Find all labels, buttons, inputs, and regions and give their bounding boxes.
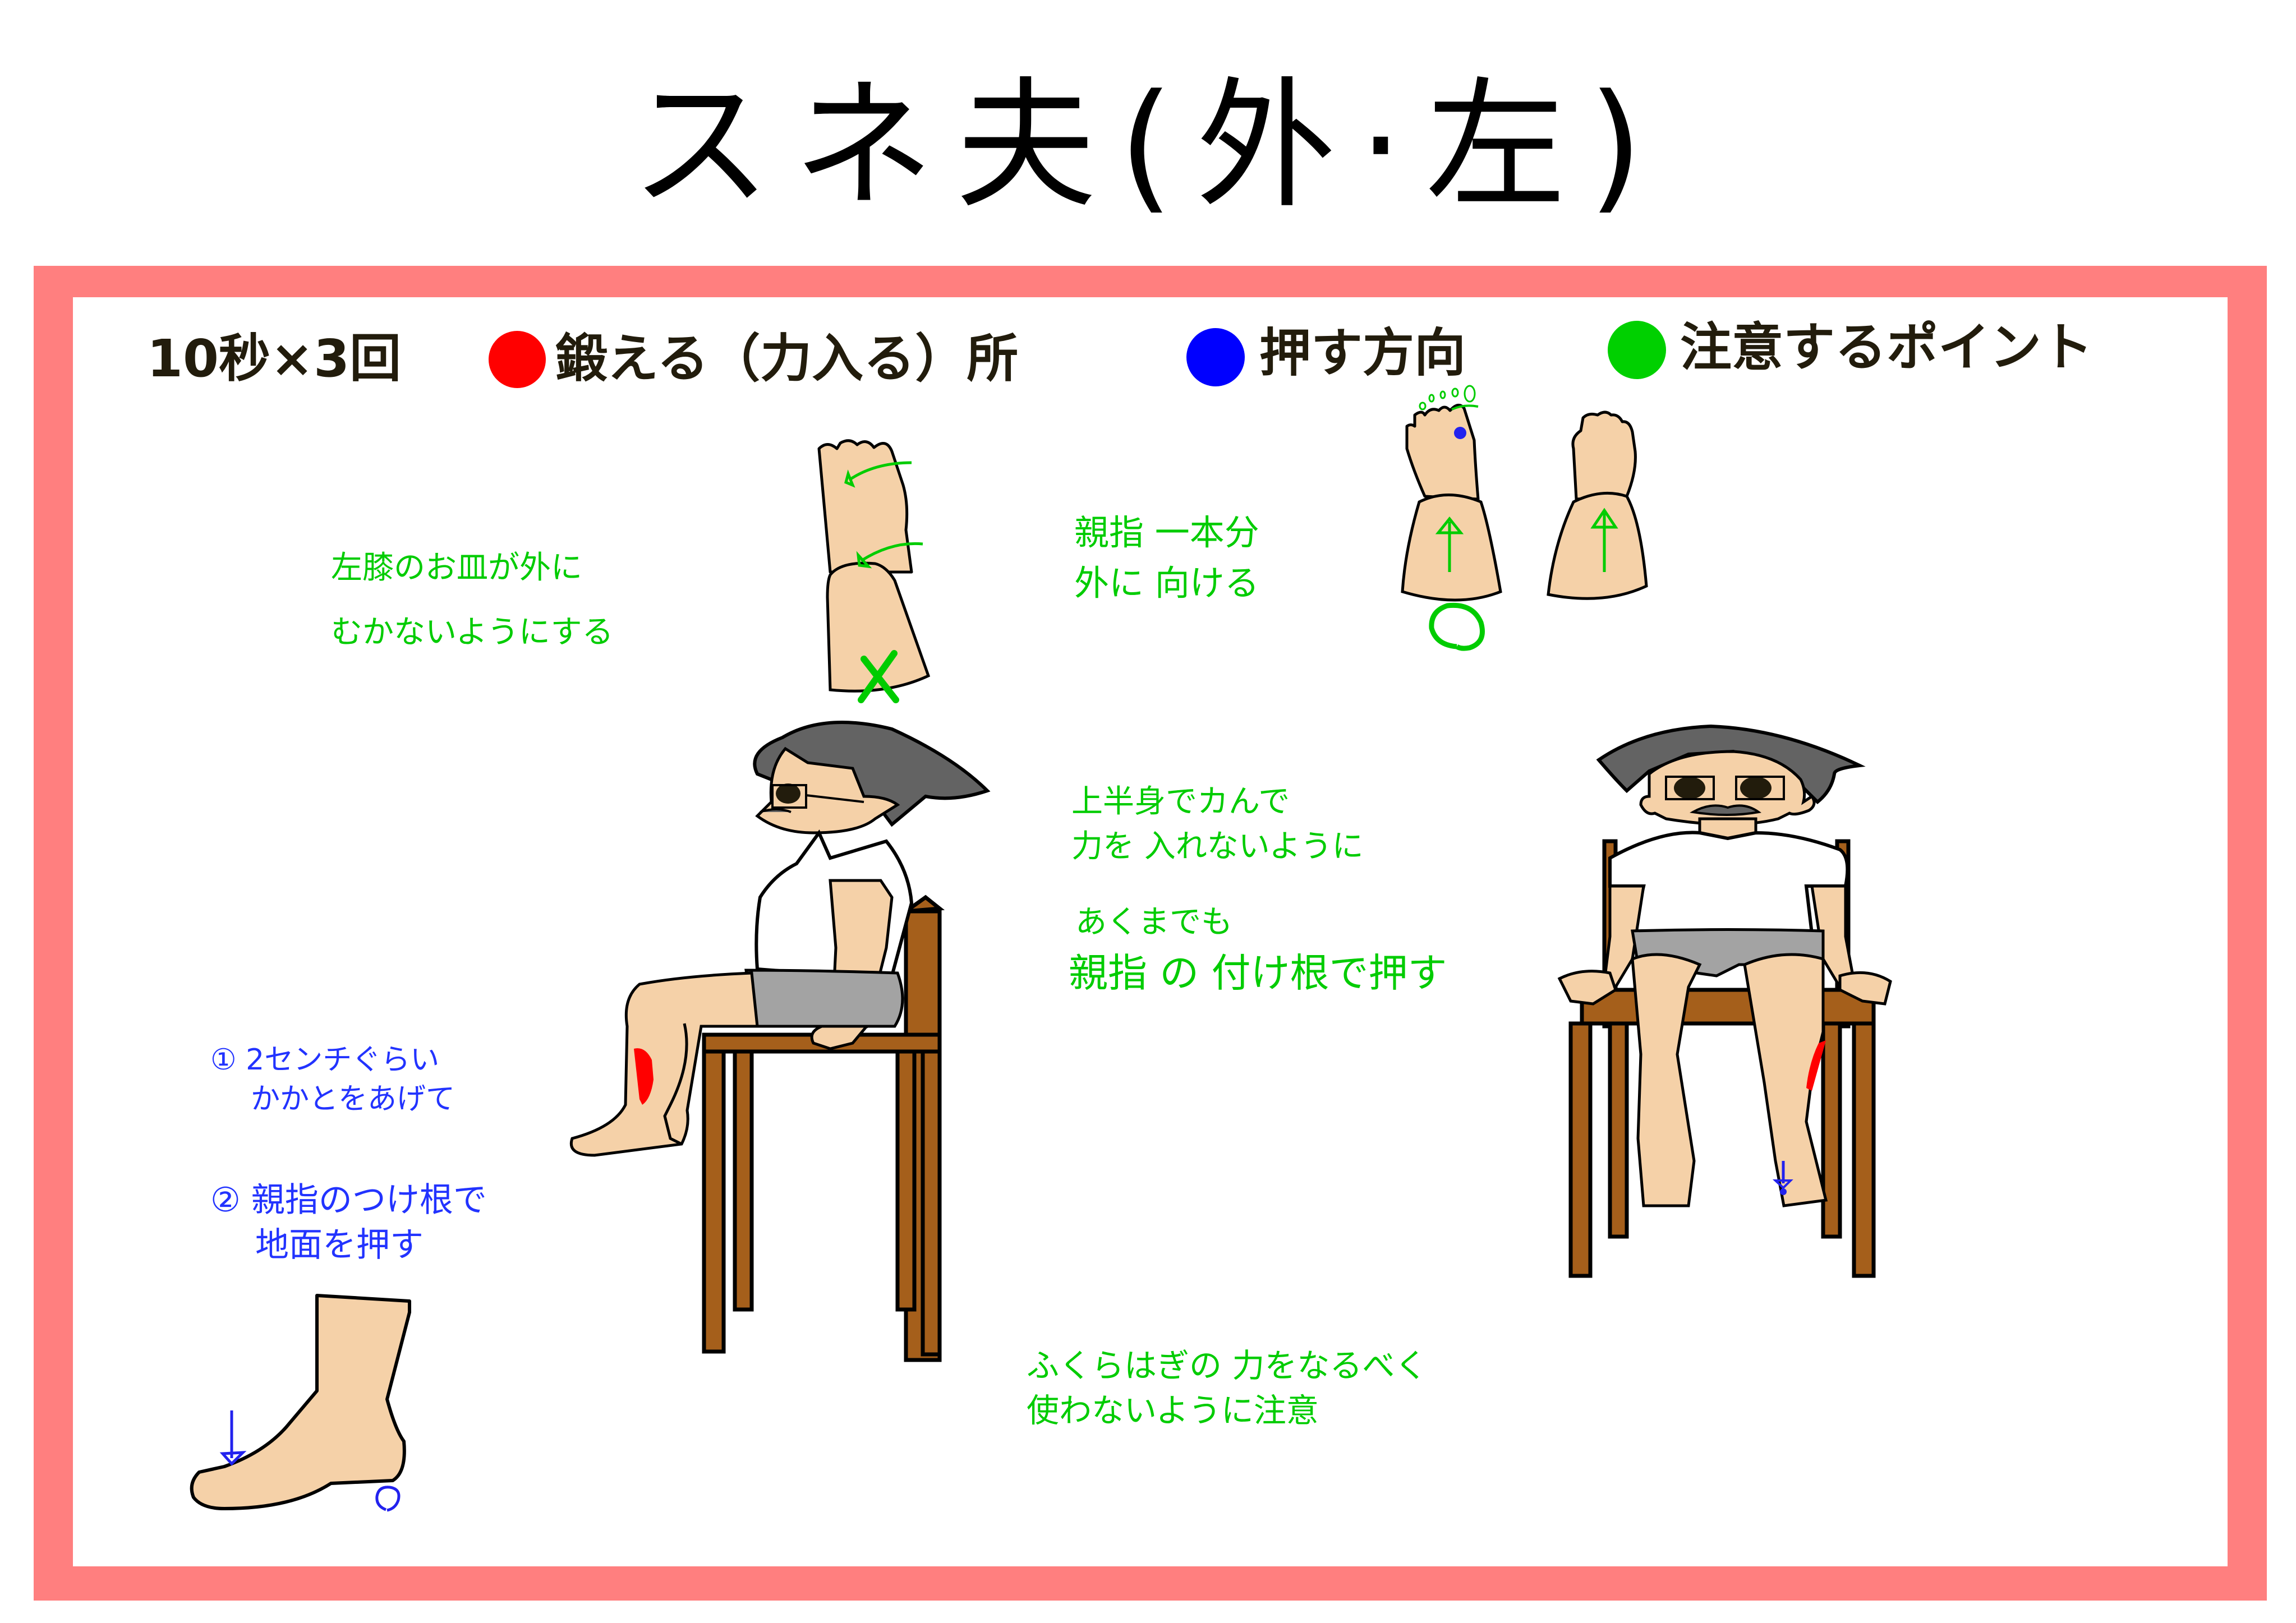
legend-red-dot-icon [489, 331, 546, 388]
legend-blue-dot-icon [1186, 328, 1245, 386]
legend-green-dot-icon [1608, 321, 1666, 379]
note-line: 外に 向ける [1074, 562, 1259, 603]
note-line: 親指 の 付け根で押す [1069, 950, 1447, 996]
note-line: ふくらはぎの 力をなるべく [1027, 1347, 1428, 1385]
note-calf-caution: ふくらはぎの 力をなるべく 使わないように注意 [1027, 1343, 1427, 1433]
note-thumb-root: あくまでも 親指 の 付け根で押す [1069, 897, 1447, 998]
note-upper-body: 上半身でカんで 力を 入れないように [1071, 780, 1364, 869]
note-line: 力を 入れないように [1071, 828, 1364, 865]
note-step-2: ② 親指のつけ根で 地面を押す [210, 1178, 487, 1267]
foot-outward-correct-illustration [1401, 385, 1648, 651]
note-line: むかないようにする [331, 614, 614, 651]
reps-label: 10秒×3回 [147, 329, 402, 389]
note-thumb-outward: 親指 一本分 外に 向ける [1074, 508, 1259, 608]
heel-lift-o-icon [375, 1486, 401, 1512]
legend-train-label: 鍛える（力入る）所 [555, 329, 1019, 389]
note-line: 上半身でカんで [1071, 783, 1290, 820]
foot-side-view-illustration [190, 1294, 411, 1512]
note-line: 親指のつけ根で [251, 1181, 487, 1220]
note-line: 地面を押す [255, 1225, 424, 1265]
note-step-1: ① 2センチぐらい かかとをあげて [210, 1040, 455, 1119]
note-knee-caution: 左膝のお皿が外に むかないようにする [331, 536, 613, 665]
content-frame [34, 266, 2267, 1601]
chair-side [702, 895, 945, 1362]
foot-inward-wrong-illustration [817, 439, 931, 703]
step-marker: ② [210, 1181, 241, 1220]
side-view-person-illustration [570, 721, 991, 1362]
note-line: 2センチぐらい [246, 1043, 440, 1077]
note-line: 左膝のお皿が外に [331, 550, 582, 586]
step-marker: ① [210, 1043, 237, 1077]
legend-caution-label: 注意するポイント [1680, 317, 2093, 377]
page-title: スネ夫(外·左) [631, 64, 1665, 227]
note-line: かかとをあげて [251, 1082, 455, 1116]
legend-push-label: 押す方向 [1259, 323, 1466, 383]
note-line: あくまでも [1075, 904, 1232, 940]
wrong-x-icon [858, 650, 899, 703]
note-line: 親指 一本分 [1074, 512, 1259, 553]
note-line: 使わないように注意 [1027, 1391, 1319, 1430]
front-view-person-illustration [1557, 724, 1892, 1278]
correct-o-icon [1429, 602, 1485, 651]
